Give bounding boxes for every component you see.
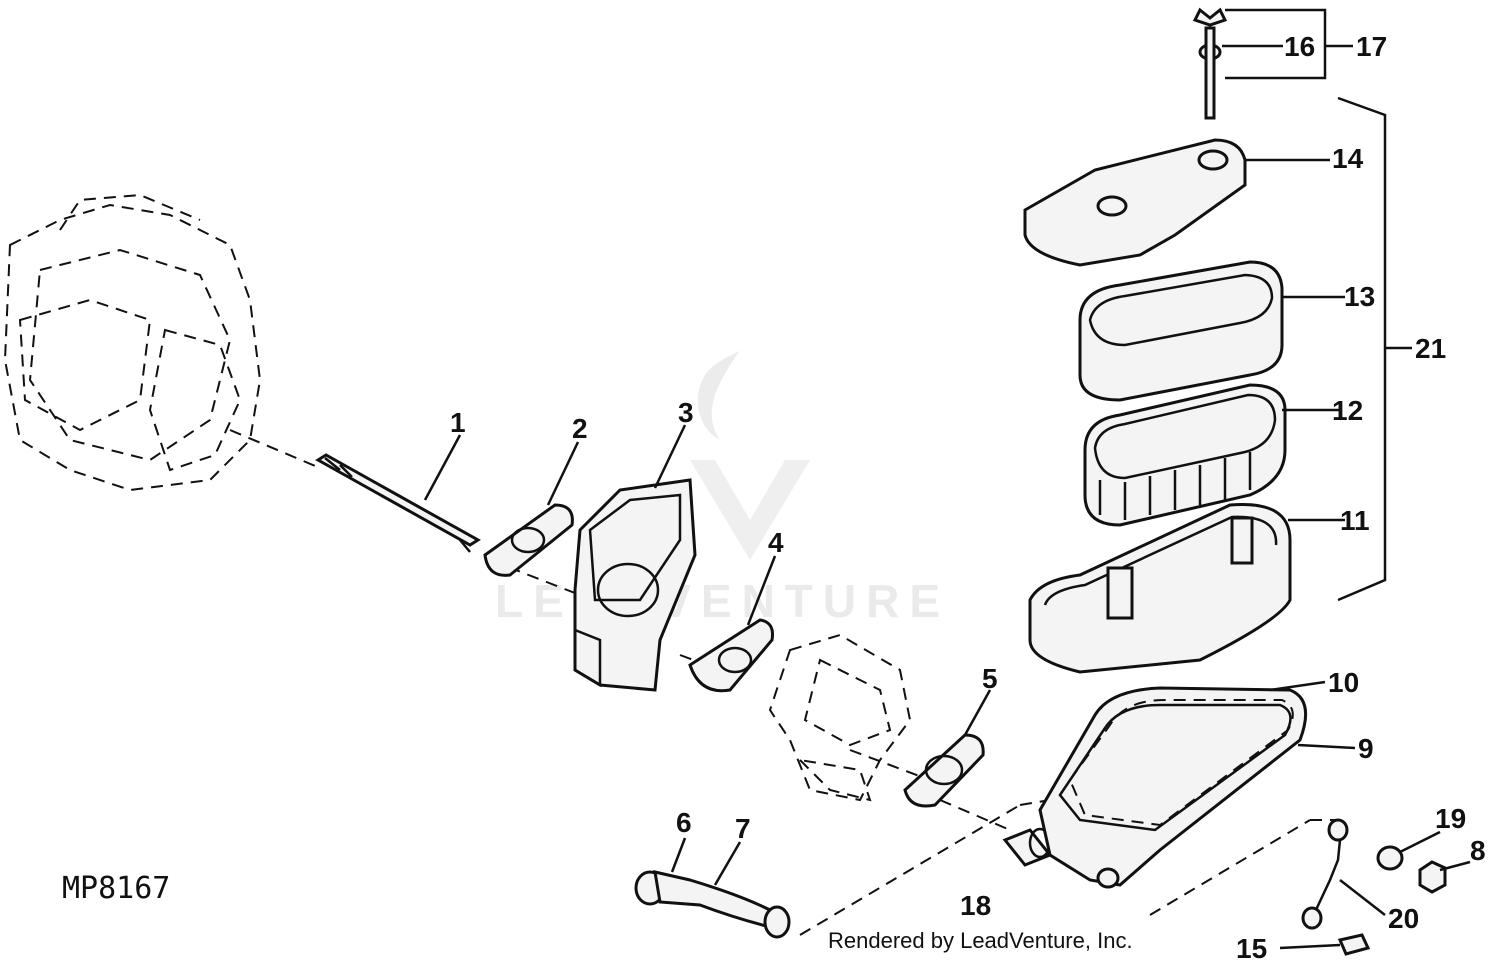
callout-18: 18	[960, 890, 991, 921]
callout-1: 1	[450, 407, 466, 438]
callout-6: 6	[676, 807, 692, 838]
render-credit: Rendered by LeadVenture, Inc.	[828, 928, 1133, 953]
part-ground-wire	[1301, 818, 1349, 930]
callout-8: 8	[1470, 835, 1486, 866]
part-gasket-5	[903, 733, 985, 808]
hose-centerline	[799, 799, 1051, 936]
callout-11: 11	[1340, 505, 1370, 536]
part-foam-precleaner	[1078, 260, 1284, 402]
engine-block	[3, 193, 262, 492]
carburetor	[768, 633, 912, 802]
callout-14: 14	[1332, 143, 1364, 174]
callout-labels: 1 2 3 4 5 6 7 8 9 10 11 12 13 14 15 16 1…	[450, 31, 1486, 963]
part-stud	[315, 453, 481, 553]
callout-20: 20	[1388, 903, 1419, 934]
callout-21: 21	[1415, 333, 1446, 364]
leadventure-watermark-logo: LEADVENTURE	[495, 350, 950, 627]
part-wing-nut-stud	[1192, 7, 1228, 120]
part-base-plate	[1038, 686, 1308, 889]
leader-lines	[423, 8, 1471, 950]
part-spacer-bracket	[573, 478, 697, 692]
part-nut	[1418, 860, 1447, 894]
callout-2: 2	[572, 413, 588, 444]
part-screw	[1337, 933, 1371, 956]
bracket-centerline	[1149, 819, 1335, 916]
part-base-gasket	[1068, 699, 1294, 827]
callout-16: 16	[1284, 31, 1315, 62]
part-cover	[1023, 138, 1247, 267]
callout-3: 3	[678, 397, 694, 428]
callout-7: 7	[735, 813, 751, 844]
callout-4: 4	[768, 527, 784, 558]
callout-9: 9	[1358, 733, 1374, 764]
watermark-text: LEADVENTURE	[495, 575, 950, 627]
part-paper-element	[1083, 383, 1287, 527]
part-tube	[1002, 827, 1053, 867]
callout-19: 19	[1435, 803, 1466, 834]
diagram-code: MP8167	[62, 871, 170, 906]
callout-13: 13	[1344, 281, 1375, 312]
part-gasket-4	[688, 618, 774, 693]
callout-12: 12	[1332, 395, 1363, 426]
callout-17: 17	[1356, 31, 1387, 62]
part-washer	[1376, 845, 1404, 871]
part-breather-hose	[634, 870, 791, 939]
callout-15: 15	[1236, 933, 1267, 963]
part-air-cleaner-base	[1028, 502, 1292, 674]
callout-10: 10	[1328, 667, 1359, 698]
part-gasket-2	[483, 503, 574, 577]
callout-5: 5	[982, 663, 998, 694]
